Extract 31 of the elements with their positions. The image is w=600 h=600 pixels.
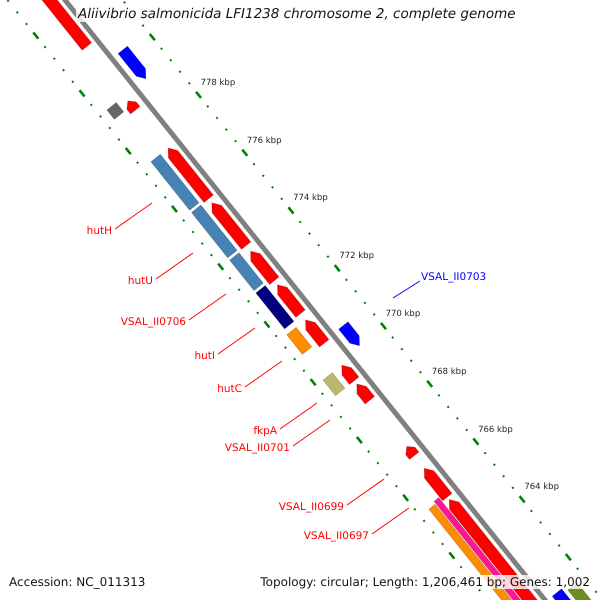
- gene-label: hutC: [217, 383, 242, 396]
- leader-line: [218, 328, 256, 354]
- tick-label: 776 kbp: [246, 136, 282, 146]
- tick-label: 766 kbp: [478, 424, 513, 435]
- leader-line: [280, 402, 318, 430]
- gene-label: VSAL_II0706: [120, 316, 186, 329]
- genome-stats-text: Topology: circular; Length: 1,206,461 bp; Genes: 1,002: [258, 575, 592, 589]
- gene-label: hutI: [194, 350, 215, 363]
- tick-label: 774 kbp: [293, 193, 328, 204]
- tick-label: 772 kbp: [339, 251, 374, 262]
- gene-label: fkpA: [253, 425, 277, 438]
- gene-label: VSAL_II0697: [304, 530, 369, 543]
- leader-line: [114, 202, 152, 230]
- tick-label: 768 kbp: [432, 366, 466, 377]
- gene-label: VSAL_II0699: [278, 501, 344, 514]
- leader-line: [292, 420, 330, 446]
- leader-line: [372, 508, 410, 534]
- map-title: Aliivibrio salmonicida LFI1238 chromosome 2, complete genome: [76, 6, 518, 22]
- leader-line: [244, 360, 282, 388]
- gene-label: VSAL_II0701: [224, 442, 290, 455]
- gene-label: hutU: [128, 275, 153, 288]
- tick-label: 764 kbp: [524, 482, 559, 492]
- tick-label: 778 kbp: [200, 78, 236, 88]
- tick-label: 770 kbp: [386, 309, 420, 320]
- leader-line: [156, 252, 194, 280]
- accession-text: Accession: NC_011313: [7, 575, 148, 589]
- gene-label: VSAL_II0703: [421, 271, 486, 284]
- leader-line: [346, 478, 384, 506]
- gene-label: hutH: [86, 225, 112, 238]
- leader-line: [188, 294, 226, 320]
- leader-line: [392, 280, 420, 298]
